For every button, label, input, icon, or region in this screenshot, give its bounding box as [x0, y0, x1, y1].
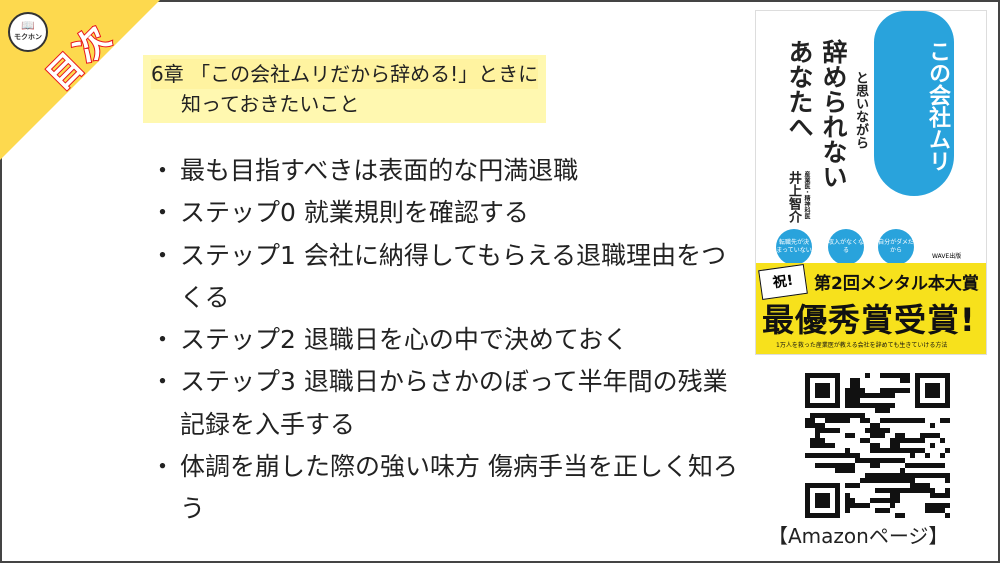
award-band: 祝! 第2回メンタル本大賞 最優秀賞受賞! 1万人を救った産業医が教える会社を辞…: [756, 263, 986, 354]
mokuhon-logo: 📖モクホン: [8, 12, 48, 52]
cover-title-b: あなたへ: [785, 39, 814, 139]
award-line2: 最優秀賞受賞!: [762, 301, 976, 339]
cover-bubble: 転職先が決まっていない: [776, 229, 812, 265]
cover-publisher: WAVE出版: [932, 253, 962, 260]
cover-title-a: 辞められない: [819, 39, 848, 189]
amazon-link[interactable]: 【Amazonページ】: [768, 524, 949, 548]
chapter-heading-line2: 知っておきたいこと: [181, 92, 360, 116]
cover-title-main: この会社ムリ: [925, 40, 950, 172]
list-item: 体調を崩した際の強い味方 傷病手当を正しく知ろう: [150, 446, 740, 531]
list-item: ステップ1 会社に納得してもらえる退職理由をつくる: [150, 235, 740, 320]
cover-title-mid: と思いながら: [853, 71, 868, 149]
award-line1: 第2回メンタル本大賞: [814, 274, 979, 294]
list-item: ステップ0 就業規則を確認する: [150, 192, 740, 234]
list-item: 最も目指すべきは表面的な円満退職: [150, 150, 740, 192]
chapter-heading: 6章 「この会社ムリだから辞める!」ときに 知っておきたいこと: [143, 55, 547, 123]
list-item: ステップ2 退職日を心の中で決めておく: [150, 319, 740, 361]
qr-code[interactable]: [805, 373, 950, 518]
logo-text: モクホン: [14, 33, 42, 41]
list-item: ステップ3 退職日からさかのぼって半年間の残業記録を入手する: [150, 361, 740, 446]
award-tagline: 1万人を救った産業医が教える会社を辞めても生きていける方法: [776, 342, 948, 349]
cover-author: 井上智介: [786, 171, 801, 223]
cover-bubble: 収入がなくなる: [828, 229, 864, 265]
chapter-heading-line1: 6章 「この会社ムリだから辞める!」ときに: [151, 59, 539, 89]
cover-bubble: 自分がダメだから: [878, 229, 914, 265]
book-icon: 📖: [21, 19, 35, 32]
cover-author-role: 産業医・精神科医: [803, 171, 810, 219]
book-cover[interactable]: この会社ムリ と思いながら 辞められない あなたへ 井上智介 産業医・精神科医 …: [755, 10, 987, 355]
toc-list: 最も目指すべきは表面的な円満退職 ステップ0 就業規則を確認する ステップ1 会…: [150, 150, 740, 531]
title-blob: [874, 11, 954, 196]
